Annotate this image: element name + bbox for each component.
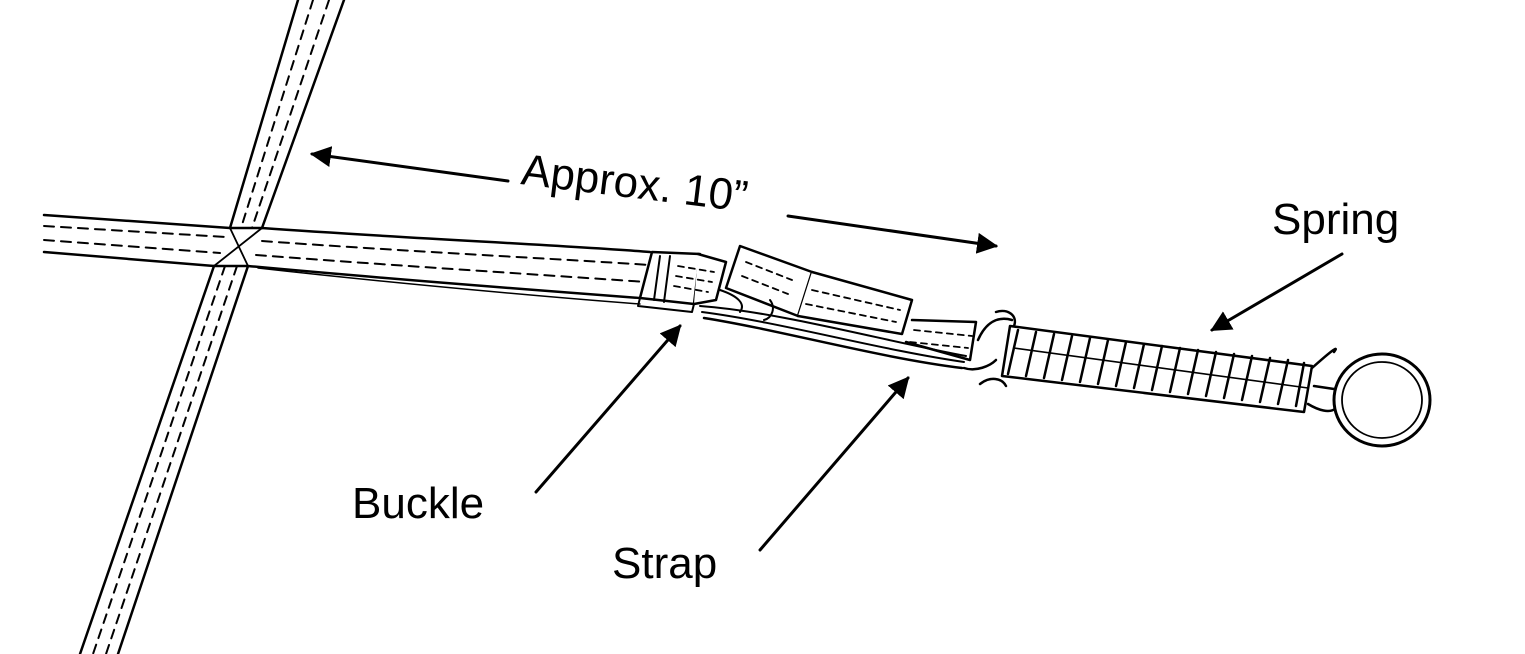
- strap-label: Strap: [612, 539, 717, 588]
- spring-callout-arrow: [1210, 252, 1344, 332]
- measurement-arrow-right: [786, 214, 999, 254]
- measurement-label: Approx. 10”: [519, 145, 751, 221]
- webbing-junction: [212, 226, 264, 268]
- strap: [699, 305, 967, 370]
- buckle-label: Buckle: [352, 479, 484, 528]
- horizontal-webbing-strip: [42, 213, 652, 305]
- buckle: [637, 244, 978, 362]
- measurement-arrows: [309, 146, 999, 254]
- spring-label: Spring: [1272, 195, 1399, 244]
- spring: [962, 309, 1432, 448]
- buckle-callout-arrow: [534, 324, 682, 494]
- strap-callout-arrow: [758, 376, 910, 552]
- cross-webbing-strip: [78, 0, 346, 654]
- measurement-arrow-left: [309, 146, 510, 183]
